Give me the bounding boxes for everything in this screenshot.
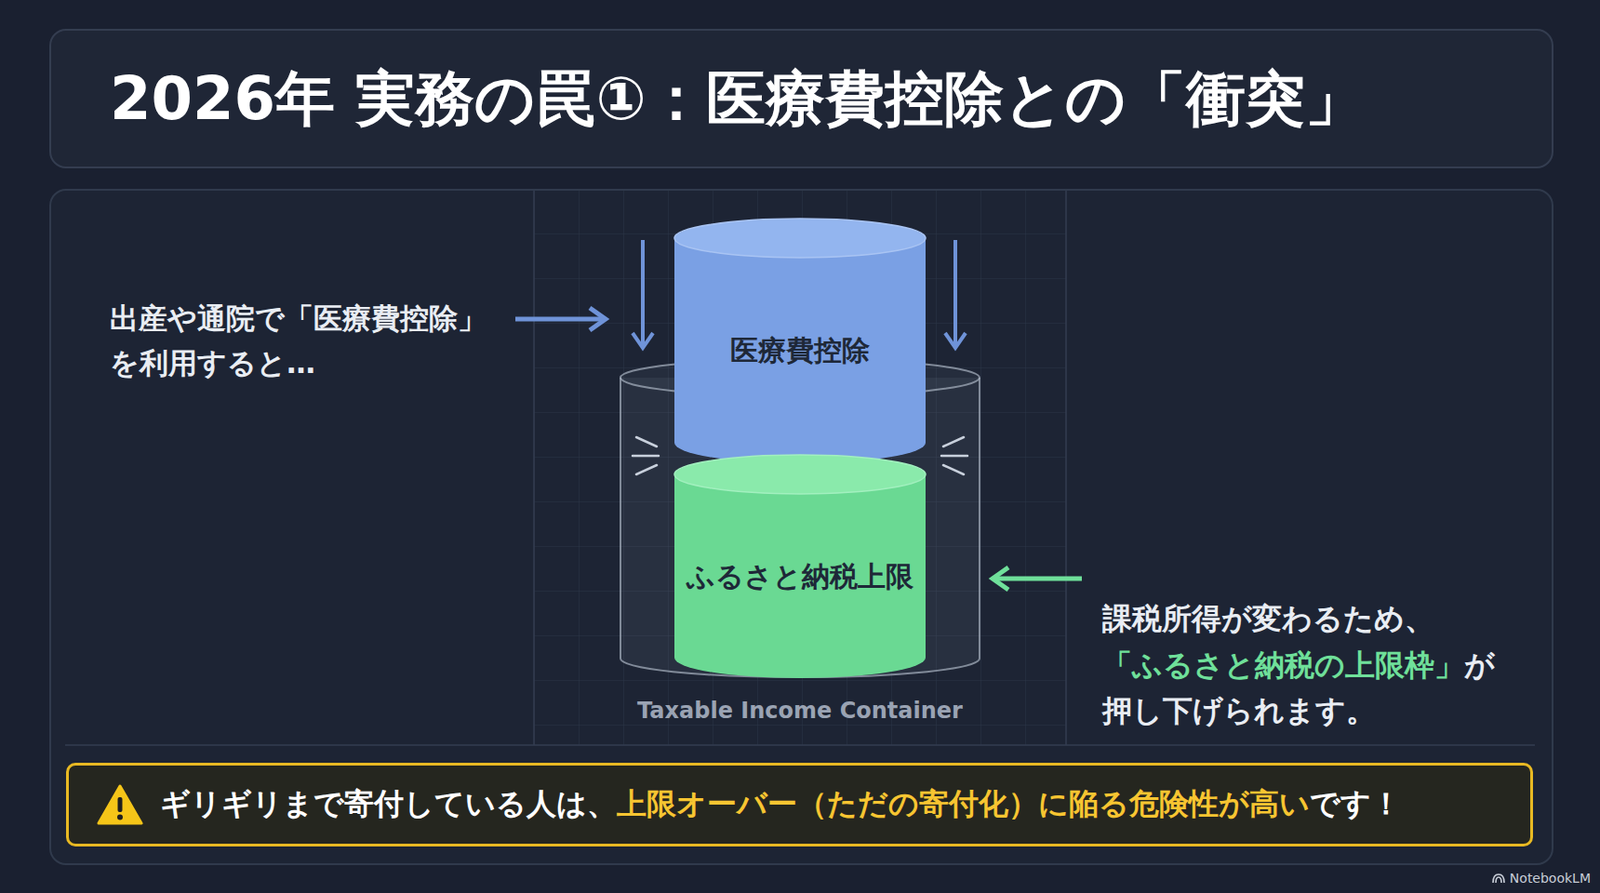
warning-box: ギリギリまで寄付している人は、上限オーバー（ただの寄付化）に陥る危険性が高いです… [66, 762, 1534, 847]
warning-text: ギリギリまで寄付している人は、 [160, 786, 617, 822]
note-text: 出産や通院で「医療費控除」 を利用すると… [109, 295, 520, 386]
warning-text: ギリギリまで寄付している人は、上限オーバー（ただの寄付化）に陥る危険性が高いです… [160, 784, 1401, 826]
watermark-icon [1491, 872, 1507, 884]
cylinder-label: 医療費控除 [730, 332, 870, 371]
note-text: 課税所得が変わるため、「ふるさと納税の上限枠」が 押し下げられます。 [1102, 596, 1540, 735]
warning-highlight: 上限オーバー（ただの寄付化）に陥る危険性が高い [616, 786, 1310, 822]
warning-icon [96, 784, 144, 826]
note-text: 出産や通院で「医療費控除」 を利用すると… [109, 301, 487, 380]
cylinder-label: ふるさと納税上限 [686, 558, 914, 597]
slide-title: 2026年 実務の罠①：医療費控除との「衝突」 [109, 58, 1365, 140]
container-label: Taxable Income Container [618, 697, 982, 724]
pointer-arrow [992, 567, 1082, 590]
glass-container: Taxable Income Container医療費控除ふるさと納税上限 [618, 357, 982, 739]
warning-text: です！ [1309, 786, 1401, 822]
note-text: 課税所得が変わるため、 [1102, 596, 1540, 643]
grid-border [533, 190, 535, 746]
watermark-text: NotebookLM [1509, 870, 1591, 886]
grid-background [533, 190, 1067, 746]
divider-line [65, 744, 1535, 747]
pointer-arrow [515, 307, 606, 331]
grid-border [1065, 190, 1067, 746]
highlight-text: 「ふるさと納税の上限枠」 [1102, 647, 1465, 683]
title-panel: 2026年 実務の罠①：医療費控除との「衝突」 [49, 28, 1554, 169]
furusato-limit-cylinder: ふるさと納税上限 [673, 453, 927, 680]
medical-deduction-cylinder: 医療費控除 [673, 217, 927, 465]
watermark: NotebookLM [1491, 870, 1591, 886]
